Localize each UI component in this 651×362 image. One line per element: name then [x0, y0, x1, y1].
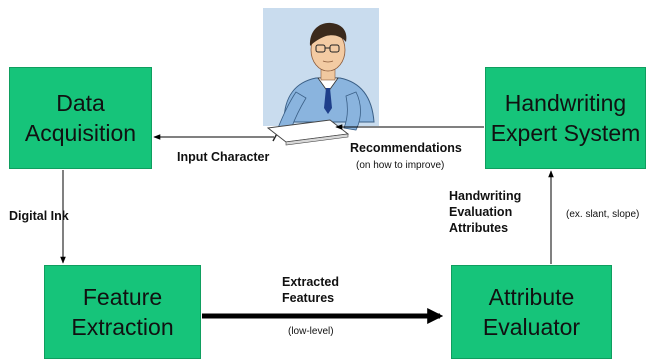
- input-character-label: Input Character: [177, 150, 270, 164]
- feature-extraction-box: Feature Extraction: [44, 265, 201, 359]
- extracted-features-line-1: Extracted: [282, 275, 339, 289]
- data-acquisition-line-1: Data: [56, 90, 105, 116]
- expert-system-line-1: Handwriting: [504, 90, 627, 116]
- extracted-features-line-2: Features: [282, 291, 335, 305]
- recommendations-label: Recommendations: [350, 141, 462, 155]
- attribute-evaluator-line-1: Attribute: [488, 284, 575, 310]
- person-clipart-icon: [263, 8, 379, 146]
- digital-ink-label: Digital Ink: [9, 209, 69, 223]
- data-acquisition-box: Data Acquisition: [9, 67, 152, 169]
- low-level-label: (low-level): [288, 326, 334, 337]
- handwriting-attributes-line-3: Attributes: [449, 221, 509, 235]
- handwriting-attributes-line-2: Evaluation: [449, 205, 513, 219]
- attribute-evaluator-box: Attribute Evaluator: [451, 265, 612, 359]
- handwriting-attributes-line-1: Handwriting: [449, 189, 522, 203]
- data-acquisition-line-2: Acquisition: [24, 120, 137, 146]
- attributes-example-label: (ex. slant, slope): [566, 209, 640, 220]
- recommendations-sub-label: (on how to improve): [356, 160, 445, 171]
- expert-system-box: Handwriting Expert System: [485, 67, 646, 169]
- handwriting-attributes-label: Handwriting Evaluation Attributes: [449, 188, 521, 236]
- attribute-evaluator-line-2: Evaluator: [482, 314, 581, 340]
- expert-system-line-2: Expert System: [490, 120, 641, 146]
- feature-extraction-line-1: Feature: [82, 284, 163, 310]
- feature-extraction-line-2: Extraction: [71, 314, 174, 340]
- extracted-features-label: Extracted Features: [282, 274, 339, 306]
